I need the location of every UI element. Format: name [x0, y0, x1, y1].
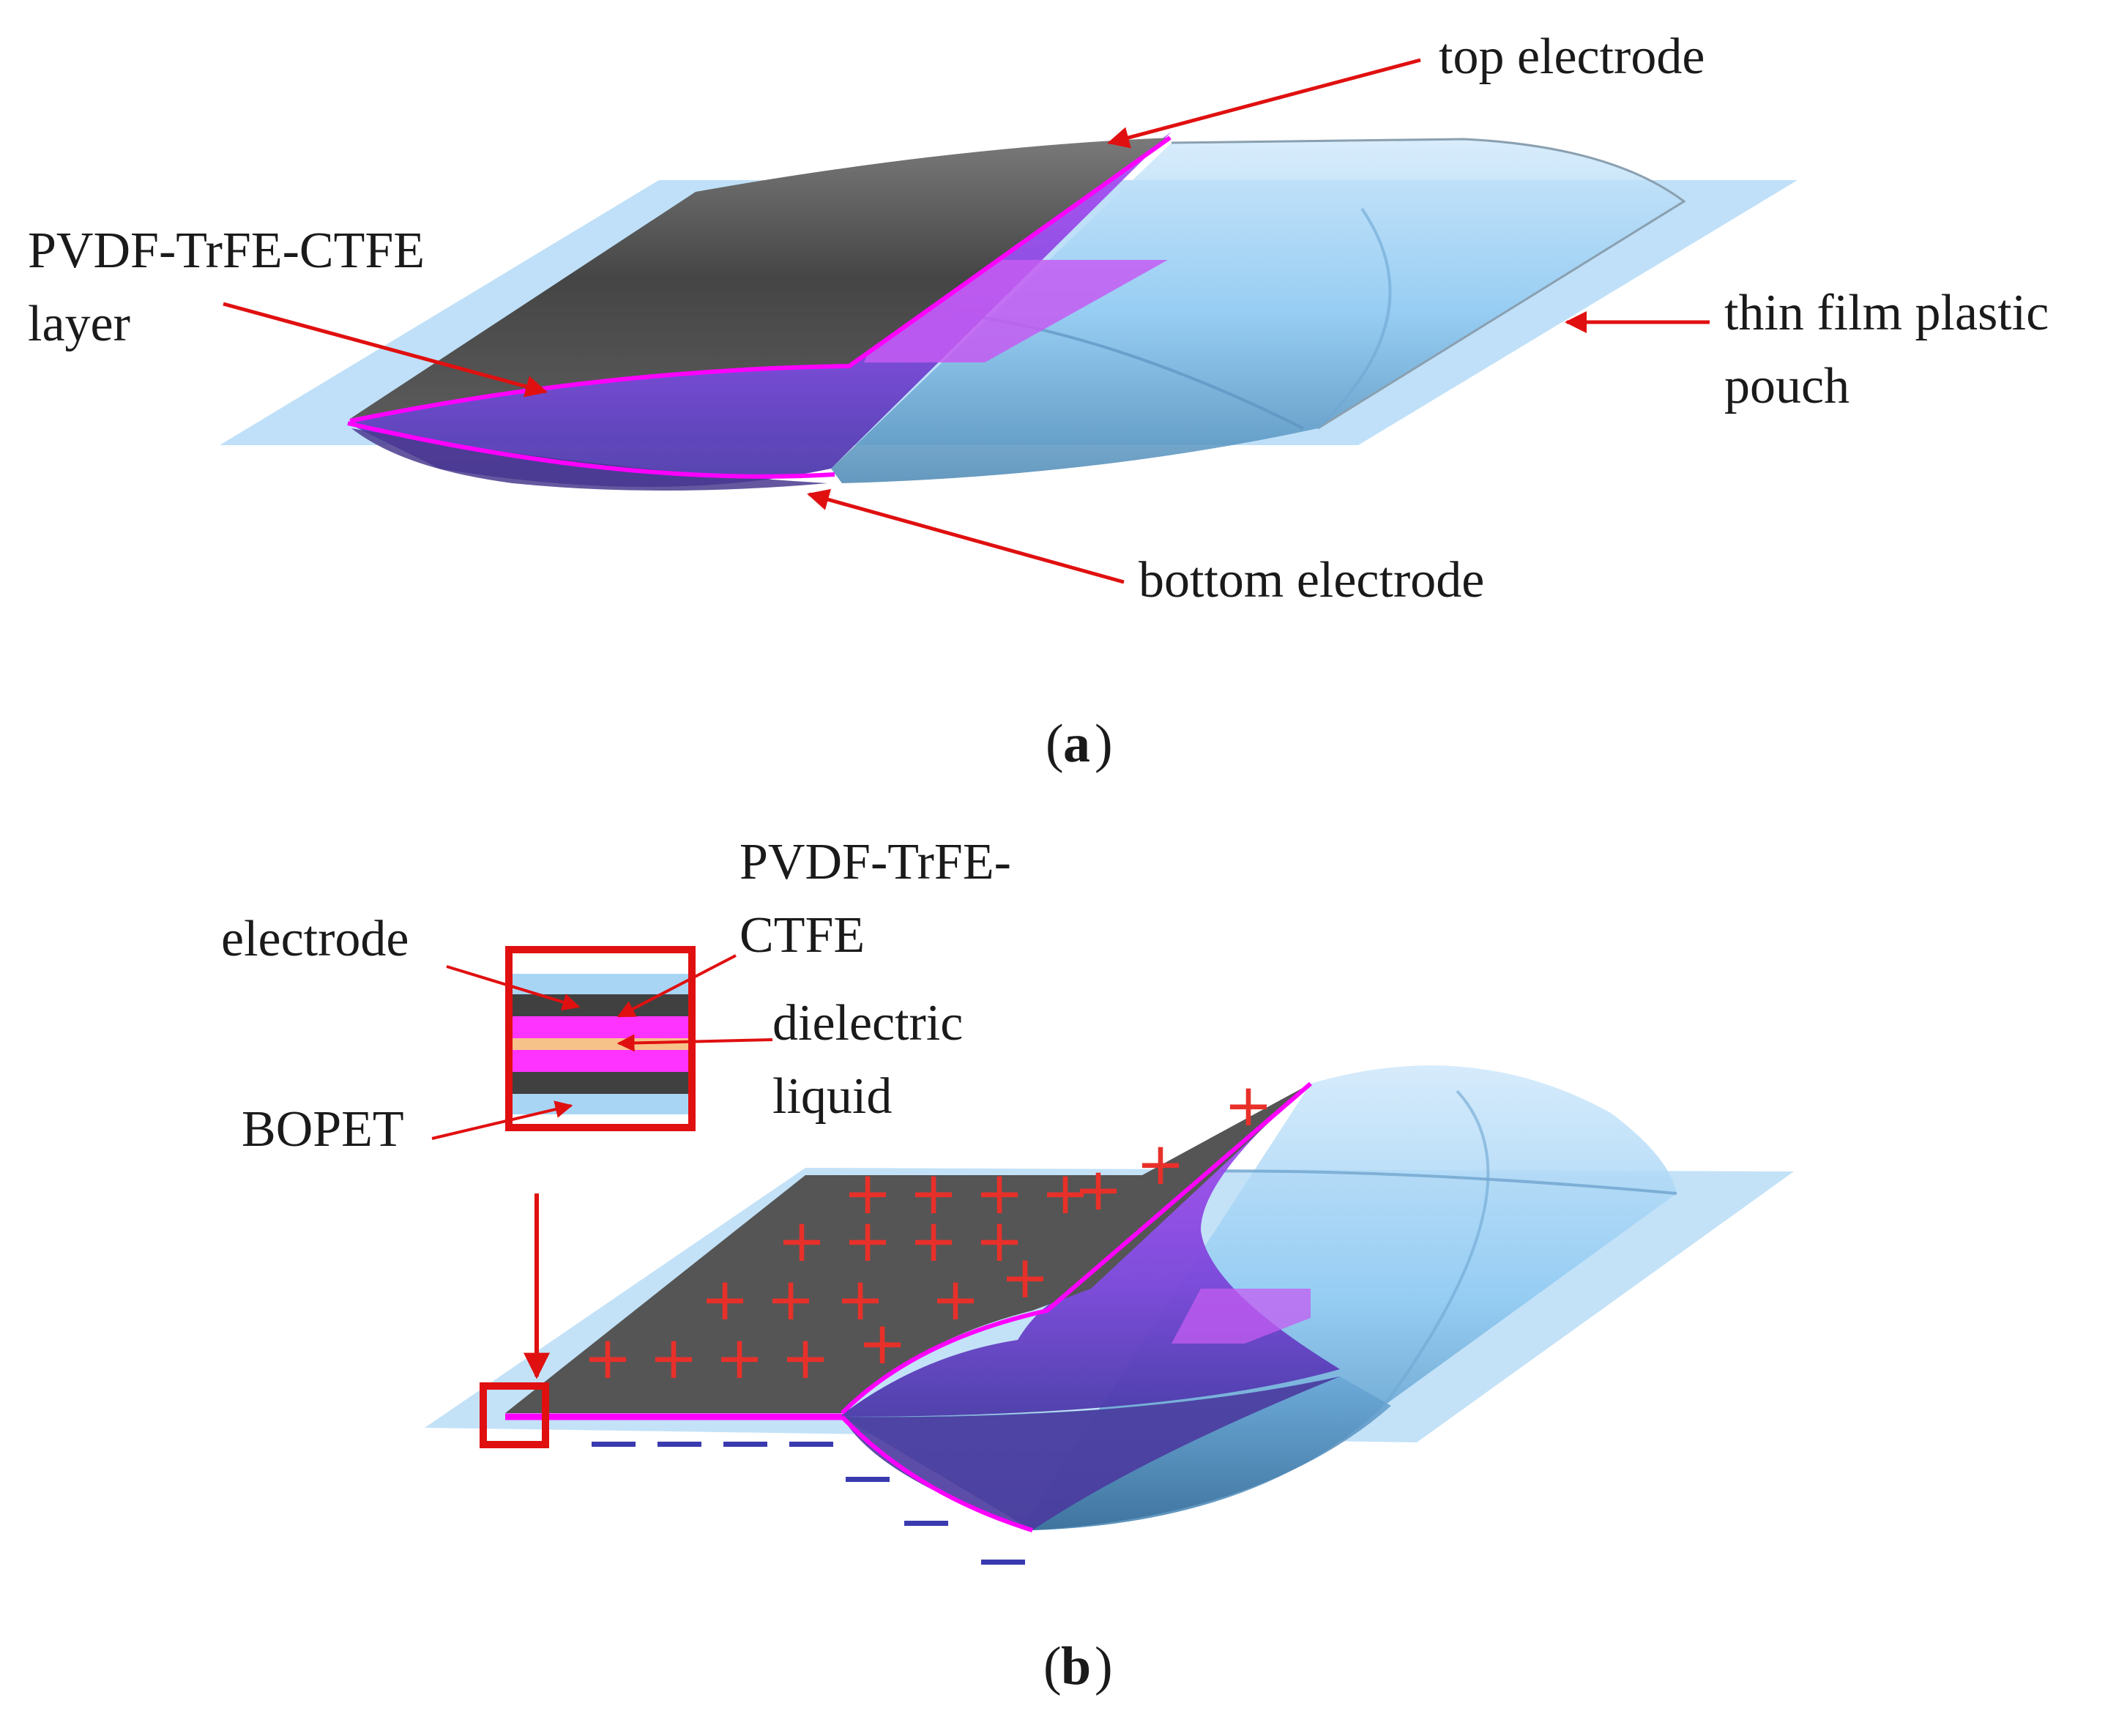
top-electrode-edge-a [349, 135, 1171, 423]
inset-pvdf-top [513, 1016, 688, 1038]
caption-a-open: ( [1046, 714, 1064, 774]
arrow-electrode-b [446, 965, 581, 1011]
positive-charge: + [1000, 1243, 1049, 1311]
panel-a: top electrode PVDF-TrFE-CTFE layer thin … [28, 29, 2049, 774]
positive-charge: + [835, 1265, 884, 1333]
panel-b: +++++++++++++++++++++ PVDF-TrFE- CTFE el… [221, 834, 1794, 1696]
label-pvdf-b-line2: CTFE [740, 907, 865, 964]
positive-charge: + [909, 1207, 958, 1275]
negative-charges [592, 1442, 1025, 1565]
pouch-body-a [831, 139, 1684, 483]
positive-charge: + [1223, 1071, 1273, 1139]
label-bottom-electrode: bottom electrode [1139, 552, 1484, 608]
arrow-top-electrode-a [1107, 58, 1421, 149]
positive-charge: + [843, 1207, 892, 1275]
negative-charge [723, 1442, 767, 1447]
bottom-electrode-edge-b [840, 1415, 1033, 1532]
label-dielectric-line2: liquid [772, 1068, 892, 1125]
caption-b: b [1061, 1636, 1091, 1696]
label-pvdf-b-line1: PVDF-TrFE- [740, 834, 1011, 890]
negative-charge [904, 1521, 948, 1526]
pouch-outline-a [1171, 138, 1686, 430]
arrow-dielectric-b [616, 1034, 773, 1052]
negative-charge [981, 1560, 1025, 1565]
pvdf-layer-tab-b [1171, 1289, 1311, 1344]
arrow-pvdf-b [616, 954, 737, 1018]
positive-charge: + [700, 1265, 749, 1333]
inset-electrode-top [513, 994, 688, 1016]
inset-pvdf-bottom [513, 1050, 688, 1072]
caption-a-close: ) [1095, 714, 1113, 774]
negative-charge [789, 1442, 833, 1447]
arrow-bottom-electrode-a [807, 488, 1125, 584]
top-electrode-edge-b [840, 1081, 1312, 1415]
positive-charge: + [649, 1324, 698, 1392]
inset-bopet-top [513, 974, 688, 994]
bottom-electrode-edge-a [347, 421, 835, 479]
top-electrode-a [350, 138, 1171, 419]
positive-charge: + [975, 1159, 1024, 1227]
positive-charge: + [583, 1324, 632, 1392]
negative-charge [592, 1442, 636, 1447]
label-pvdf-layer-line2: layer [28, 296, 130, 352]
pouch-inner-curve2-b [1382, 1089, 1490, 1407]
label-pouch-line2: pouch [1724, 358, 1849, 414]
caption-b-open: ( [1043, 1636, 1062, 1696]
layer-stack-inset [505, 946, 696, 1131]
pvdf-layer-lower-a [348, 132, 1171, 487]
label-pvdf-layer-line1: PVDF-TrFE-CTFE [28, 223, 425, 279]
positive-charge: + [843, 1159, 892, 1227]
positive-charge: + [766, 1265, 815, 1333]
positive-charge: + [1040, 1159, 1089, 1227]
label-pouch-line1: thin film plastic [1724, 285, 2049, 341]
pouch-inner-curve-b [1178, 1169, 1677, 1195]
inset-bopet-bottom [513, 1094, 688, 1114]
caption-b-close: ) [1095, 1636, 1113, 1696]
arrow-layer-a [223, 302, 548, 398]
positive-charge: + [931, 1265, 980, 1333]
negative-charge [846, 1477, 890, 1482]
bottom-electrode-b [842, 1376, 1340, 1530]
zoom-marker-box [480, 1382, 549, 1448]
inset-electrode-bottom [513, 1072, 688, 1094]
inset-dielectric [513, 1038, 688, 1050]
pouch-inner-curve2-a [1316, 207, 1392, 430]
label-dielectric-line1: dielectric [772, 995, 963, 1051]
positive-charge: + [975, 1207, 1024, 1275]
positive-charge: + [909, 1159, 958, 1227]
arrow-bopet-b [431, 1100, 573, 1140]
negative-charge [657, 1442, 701, 1447]
positive-charge: + [715, 1324, 764, 1392]
positive-charge: + [781, 1324, 830, 1392]
positive-charge: + [1136, 1130, 1185, 1198]
label-electrode-b: electrode [221, 911, 409, 967]
top-electrode-b [505, 1084, 1311, 1413]
positive-charges: +++++++++++++++++++++ [583, 1071, 1273, 1392]
positive-charge: + [1073, 1155, 1122, 1223]
label-top-electrode: top electrode [1439, 29, 1705, 85]
label-bopet: BOPET [242, 1101, 404, 1158]
inset-frame [505, 946, 696, 1131]
positive-charge: + [777, 1207, 826, 1275]
positive-charge: + [857, 1309, 906, 1377]
caption-a: a [1063, 714, 1090, 774]
